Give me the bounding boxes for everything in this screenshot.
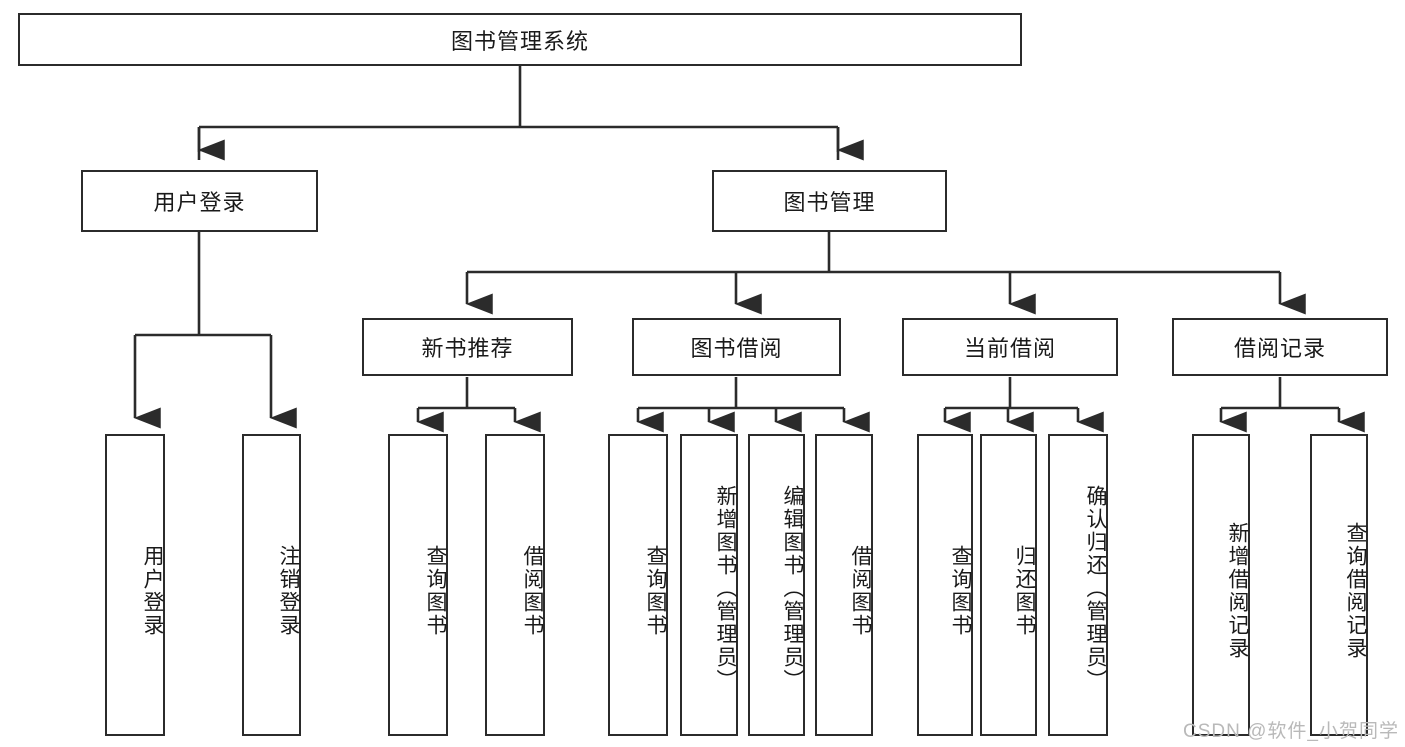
watermark-text: CSDN @软件_小贺同学 bbox=[1183, 721, 1399, 742]
leaf-current-return-book[interactable]: 归还图书 bbox=[980, 434, 1037, 736]
node-book-borrow[interactable]: 图书借阅 bbox=[632, 318, 841, 376]
leaf-borrow-edit-book-admin[interactable]: 编辑图书（管理员） bbox=[748, 434, 805, 736]
leaf-user-login-login[interactable]: 用户登录 bbox=[105, 434, 165, 736]
node-current-borrow[interactable]: 当前借阅 bbox=[902, 318, 1118, 376]
leaf-recommend-borrow-book[interactable]: 借阅图书 bbox=[485, 434, 545, 736]
leaf-record-add-record[interactable]: 新增借阅记录 bbox=[1192, 434, 1250, 736]
leaf-current-confirm-return-admin[interactable]: 确认归还（管理员） bbox=[1048, 434, 1108, 736]
leaf-borrow-borrow-book[interactable]: 借阅图书 bbox=[815, 434, 873, 736]
node-new-book-recommend[interactable]: 新书推荐 bbox=[362, 318, 573, 376]
node-root[interactable]: 图书管理系统 bbox=[18, 13, 1022, 66]
node-borrow-record[interactable]: 借阅记录 bbox=[1172, 318, 1388, 376]
leaf-recommend-query-book[interactable]: 查询图书 bbox=[388, 434, 448, 736]
node-book-management[interactable]: 图书管理 bbox=[712, 170, 947, 232]
leaf-borrow-query-book[interactable]: 查询图书 bbox=[608, 434, 668, 736]
leaf-user-login-logout[interactable]: 注销登录 bbox=[242, 434, 301, 736]
leaf-record-query-record[interactable]: 查询借阅记录 bbox=[1310, 434, 1368, 736]
leaf-borrow-add-book-admin[interactable]: 新增图书（管理员） bbox=[680, 434, 738, 736]
leaf-current-query-book[interactable]: 查询图书 bbox=[917, 434, 973, 736]
node-user-login[interactable]: 用户登录 bbox=[81, 170, 318, 232]
